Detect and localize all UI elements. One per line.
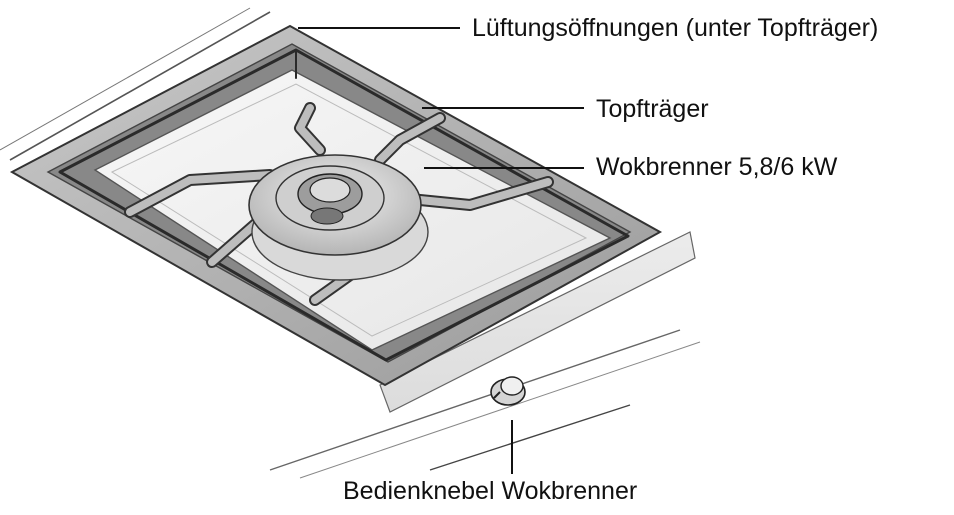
label-pan-support: Topfträger bbox=[596, 95, 709, 123]
label-control-knob: Bedienknebel Wokbrenner bbox=[343, 477, 638, 505]
label-wok-burner: Wokbrenner 5,8/6 kW bbox=[596, 153, 838, 181]
wok-burner bbox=[248, 154, 429, 281]
worktop bbox=[0, 7, 701, 479]
control-knob bbox=[490, 376, 526, 406]
leader-lines bbox=[298, 27, 584, 474]
label-ventilation-openings: Lüftungsöffnungen (unter Topfträger) bbox=[472, 14, 879, 42]
